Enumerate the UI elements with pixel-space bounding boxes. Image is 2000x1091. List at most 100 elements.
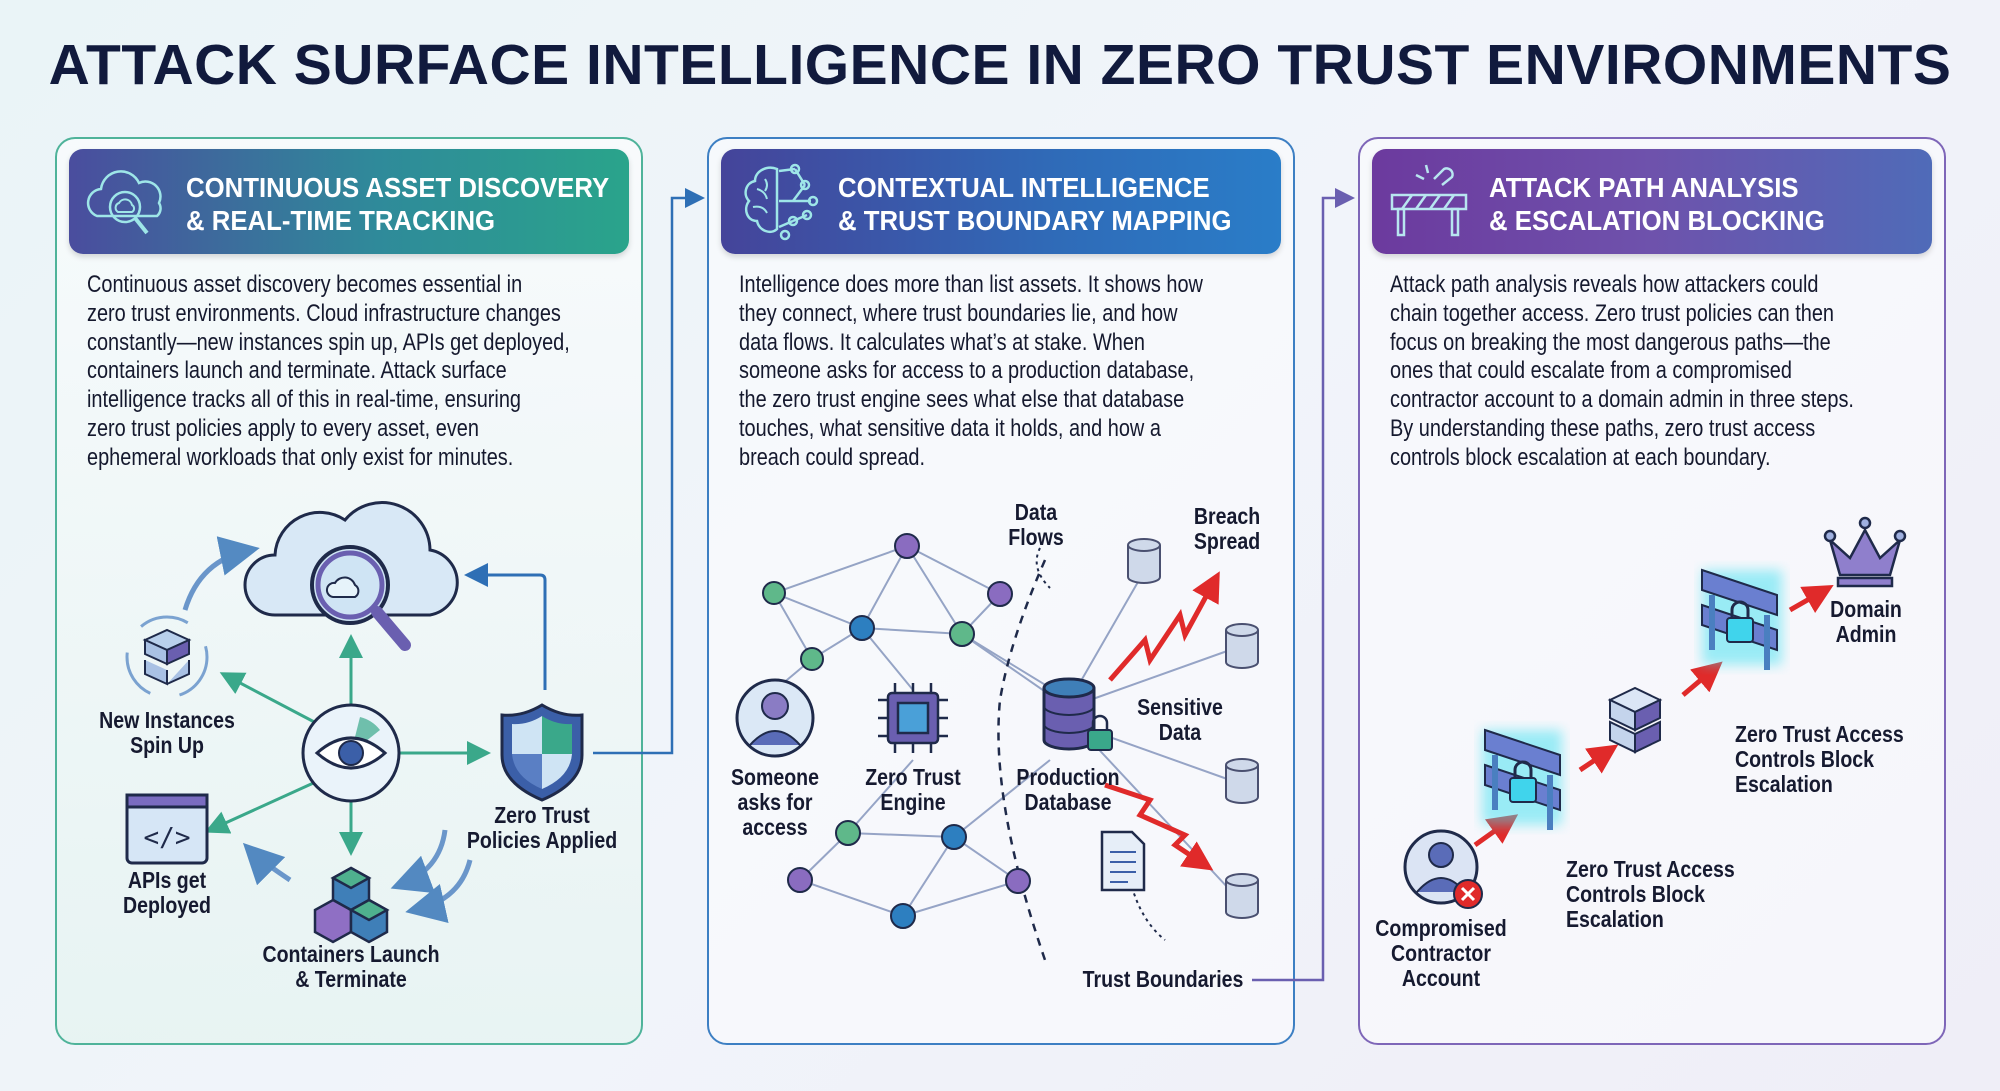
label-line: Zero Trust [494, 802, 590, 828]
document-icon [1100, 830, 1146, 892]
label-line: Breach [1193, 503, 1261, 529]
label-trust-boundaries: Trust Boundaries [1083, 967, 1244, 992]
body-line: contractor account to a domain admin in … [1390, 386, 1854, 414]
label-apis: APIs get Deployed [123, 868, 211, 918]
user-compromised-icon [1403, 829, 1483, 909]
label-line: asks for [737, 789, 813, 815]
panel-header: ATTACK PATH ANALYSIS & ESCALATION BLOCKI… [1372, 149, 1932, 254]
containers-icon [313, 866, 390, 944]
label-line: Flows [1008, 524, 1064, 550]
label-line: Database [1024, 789, 1112, 815]
label-policies: Zero Trust Policies Applied [467, 803, 617, 853]
heading-line: CONTINUOUS ASSET DISCOVERY [186, 172, 610, 203]
label-line: Controls Block [1566, 881, 1706, 907]
body-line: containers launch and terminate. Attack … [87, 357, 507, 385]
page-title: ATTACK SURFACE INTELLIGENCE IN ZERO TRUS… [48, 33, 1952, 97]
label-line: Spin Up [130, 732, 204, 758]
shield-icon [500, 703, 584, 802]
label-contractor: Compromised Contractor Account [1375, 916, 1506, 991]
magnifier-icon [310, 545, 411, 651]
barrier-icon [1390, 164, 1468, 237]
label-block-escalation-1: Zero Trust Access Controls Block Escalat… [1566, 857, 1735, 932]
heading-line: & ESCALATION BLOCKING [1489, 205, 1825, 236]
brain-network-icon [744, 163, 819, 241]
body-line: intelligence tracks all of this in real-… [87, 386, 522, 414]
panel-body-text: Intelligence does more than list assets.… [739, 271, 1203, 473]
body-line: breach could spread. [739, 443, 926, 471]
panel-header: CONTINUOUS ASSET DISCOVERY & REAL-TIME T… [69, 149, 629, 254]
svg-text:</>: </> [144, 823, 191, 853]
panel-header: CONTEXTUAL INTELLIGENCE & TRUST BOUNDARY… [721, 149, 1281, 254]
body-line: the zero trust engine sees what else tha… [739, 386, 1185, 414]
server-icon [1607, 686, 1663, 754]
label-line: Escalation [1735, 771, 1833, 797]
database-icon [1042, 677, 1113, 751]
breach-lightning [1104, 571, 1220, 871]
panel-heading: ATTACK PATH ANALYSIS & ESCALATION BLOCKI… [1489, 171, 1825, 237]
body-line: ones that could escalate from a compromi… [1390, 357, 1792, 385]
body-line: zero trust policies apply to every asset… [87, 414, 479, 442]
body-line: By understanding these paths, zero trust… [1390, 414, 1816, 442]
label-line: Containers Launch [262, 941, 440, 967]
network-node [762, 533, 1031, 929]
chip-icon [878, 683, 948, 753]
body-line: focus on breaking the most dangerous pat… [1390, 328, 1831, 356]
label-line: Deployed [122, 892, 212, 918]
label-line: Compromised [1375, 915, 1507, 941]
eye-icon [301, 703, 401, 803]
label-new-instances: New Instances Spin Up [99, 708, 235, 758]
label-breach-spread: Breach Spread [1194, 504, 1260, 554]
label-line: access [742, 814, 808, 840]
connector-arrow [593, 188, 705, 755]
trust-boundary-diagram [735, 533, 1259, 961]
attack-path-diagram [1403, 516, 1907, 909]
label-line: Contractor [1391, 940, 1491, 966]
label-line: Data [1158, 719, 1202, 745]
label-line: Trust Boundaries [1082, 966, 1244, 992]
body-line: constantly—new instances spin up, APIs g… [87, 328, 570, 356]
server-icon [125, 615, 209, 699]
heading-line: ATTACK PATH ANALYSIS [1489, 172, 1799, 203]
body-line: touches, what sensitive data it holds, a… [739, 414, 1161, 442]
panel-body-text: Attack path analysis reveals how attacke… [1390, 271, 1854, 473]
heading-line: CONTEXTUAL INTELLIGENCE [838, 172, 1210, 203]
code-window-icon: </> [125, 793, 209, 865]
label-line: Engine [880, 789, 946, 815]
label-line: Admin [1835, 621, 1897, 647]
body-line: controls block escalation at each bounda… [1390, 443, 1771, 471]
label-containers: Containers Launch & Terminate [262, 942, 439, 992]
body-line: Continuous asset discovery becomes essen… [87, 271, 523, 298]
label-line: Someone [730, 764, 820, 790]
label-engine: Zero Trust Engine [865, 765, 961, 815]
body-line: Attack path analysis reveals how attacke… [1390, 271, 1819, 298]
label-line: Production [1016, 764, 1120, 790]
body-line: data flows. It calculates what’s at stak… [739, 328, 1145, 356]
label-sensitive-data: Sensitive Data [1137, 695, 1223, 745]
label-line: Zero Trust Access [1566, 856, 1735, 882]
panel-body-text: Continuous asset discovery becomes essen… [87, 271, 570, 473]
asset-discovery-diagram: </> [125, 501, 584, 944]
body-line: chain together access. Zero trust polici… [1390, 299, 1835, 327]
cloud-search-icon [86, 170, 162, 235]
label-block-escalation-2: Zero Trust Access Controls Block Escalat… [1735, 722, 1904, 797]
body-line: someone asks for access to a production … [739, 357, 1195, 385]
body-line: Intelligence does more than list assets.… [739, 271, 1203, 298]
label-domain-admin: Domain Admin [1830, 597, 1902, 647]
barrier-lock-icon [1482, 728, 1562, 830]
heading-line: & TRUST BOUNDARY MAPPING [838, 205, 1232, 236]
panel-heading: CONTINUOUS ASSET DISCOVERY & REAL-TIME T… [186, 171, 609, 237]
label-line: Data [1014, 499, 1058, 525]
connector-arrow [1252, 188, 1355, 982]
panel-heading: CONTEXTUAL INTELLIGENCE & TRUST BOUNDARY… [838, 171, 1232, 237]
lock-icon [1087, 729, 1113, 751]
label-data-flows: Data Flows [1008, 500, 1063, 550]
crown-icon [1823, 516, 1907, 588]
label-line: Zero Trust [865, 764, 961, 790]
label-someone: Someone asks for access [731, 765, 819, 840]
label-line: Account [1401, 965, 1481, 991]
barrier-lock-icon [1701, 568, 1782, 670]
heading-line: & REAL-TIME TRACKING [186, 205, 496, 236]
label-line: Sensitive [1137, 694, 1223, 720]
label-database: Production Database [1016, 765, 1119, 815]
